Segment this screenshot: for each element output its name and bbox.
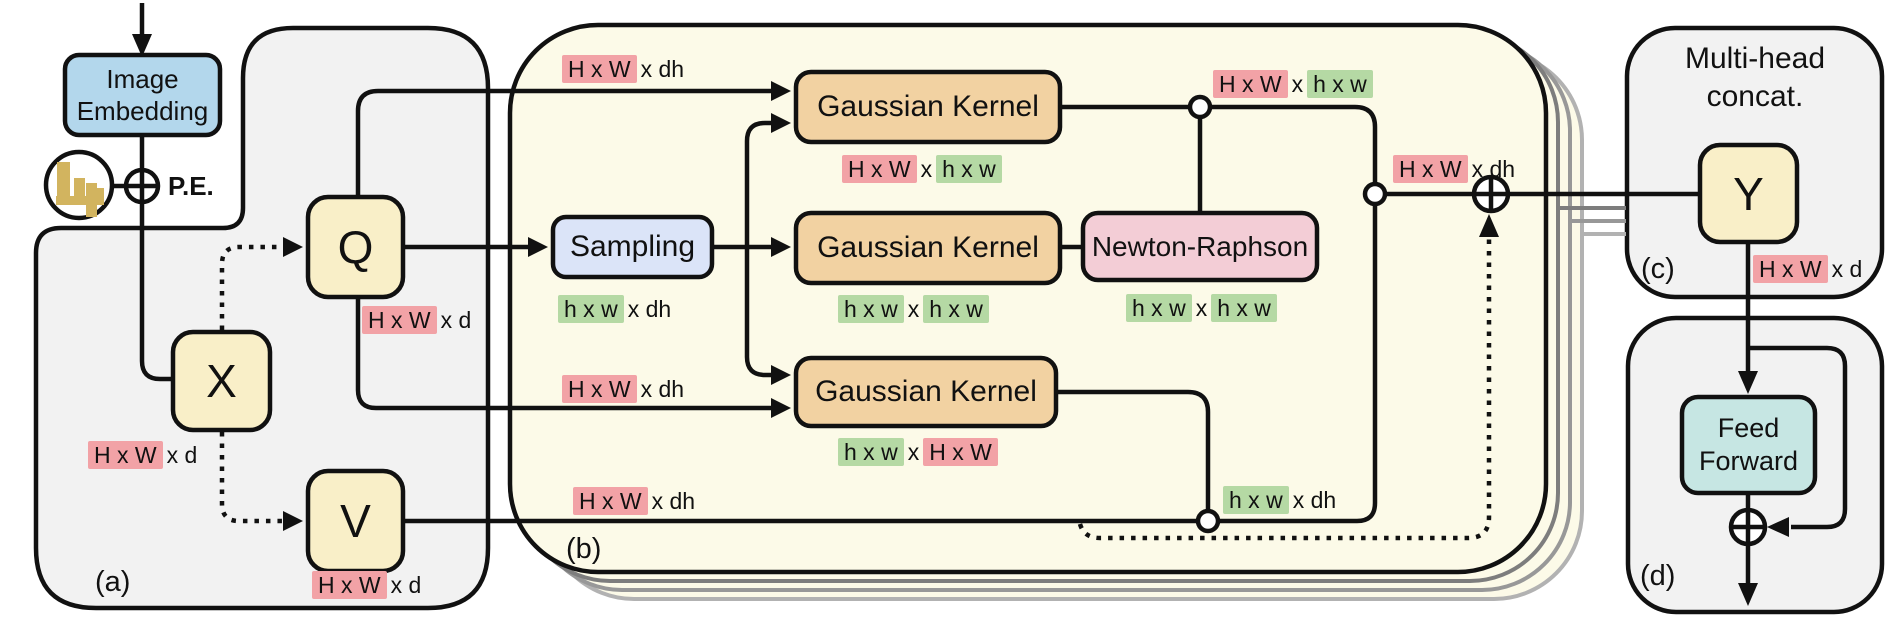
panel-a-tag: (a) [95,566,131,598]
arrowhead-into-gk1-bottom [771,113,791,133]
y-box [1697,142,1800,245]
panel-b-tag: (b) [566,533,602,565]
arrowhead-skip-into-add [1767,517,1789,537]
arrowhead-residual-into-add [1479,214,1499,237]
histogram-icon [43,149,126,221]
connector-gk3-to-vline [1056,389,1211,510]
connector-residual-dotted [1077,228,1492,541]
q-label: Q [337,221,374,273]
connector-x-to-v-dashed [219,432,285,524]
pe-add-icon [123,167,161,205]
feed-forward-label: Feed Forward [1698,413,1799,476]
q-box [305,194,406,300]
connector-weightedv-to-merge [1219,205,1378,524]
arrowhead-into-gk1-top [771,81,791,101]
ff-add-icon [1728,507,1768,547]
junction-attn-map [1187,94,1213,120]
gaussian-kernel-2-box [793,210,1063,286]
v-label: V [340,495,371,547]
arrowhead-final-output [1738,583,1758,606]
gaussian-kernel-3-box [793,355,1059,429]
arrowhead-into-ff [1738,371,1758,394]
head-add-icon [1471,174,1511,214]
panel-c-tag: (c) [1641,253,1675,285]
connector-sampling-to-gk1 [744,120,773,247]
panel-d-tag: (d) [1640,560,1676,592]
connector-q-to-gk3 [355,299,773,411]
x-label: X [206,355,237,407]
image-embedding-box [62,52,223,138]
arrowhead-into-q [283,237,303,257]
arrowhead-into-v [283,511,303,531]
image-embedding-label: Image Embedding [76,64,209,126]
x-box [170,329,273,433]
arrowhead-into-gk3-top [771,365,791,385]
panel-b-attention-head [507,22,1549,575]
connector-junction-to-merge [1211,104,1378,183]
junction-weighted-v [1195,508,1221,534]
arrowhead-into-embedding [132,34,152,57]
gaussian-kernel-2-label: Gaussian Kernel [817,231,1039,264]
arrowhead-into-sampling [528,237,548,257]
connector-pe-to-x [139,202,173,382]
connector-sampling-to-gk3 [744,247,773,378]
newton-raphson-label: Newton-Raphson [1091,230,1309,262]
connector-ff-skip [1748,345,1848,530]
y-label: Y [1733,167,1764,220]
multihead-concat-title: Multi-head concat. [1684,42,1826,113]
arrowhead-into-gk2 [771,237,791,257]
arrowhead-into-gk3-bottom [771,398,791,418]
gaussian-kernel-1-label: Gaussian Kernel [817,90,1039,123]
newton-raphson-box [1080,210,1320,283]
junction-head-merge [1362,181,1388,207]
connector-q-to-gk1 [355,88,773,195]
gaussian-kernel-1-box [793,69,1063,145]
sampling-label: Sampling [569,230,696,263]
feed-forward-box [1679,394,1818,496]
pe-label: P.E. [168,171,214,201]
connector-x-to-q-dashed [219,244,285,330]
gaussian-kernel-3-label: Gaussian Kernel [815,375,1037,408]
sampling-box [550,214,715,280]
